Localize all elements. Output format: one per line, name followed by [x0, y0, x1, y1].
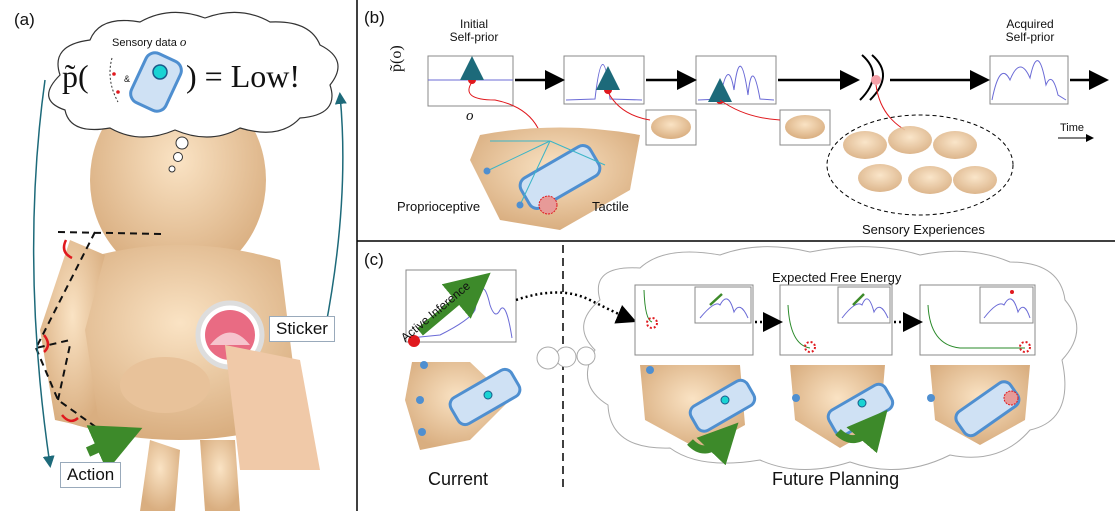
panel-label-a: (a): [14, 10, 35, 29]
thought-cloud: [48, 11, 339, 173]
expected-free-energy-label: Expected Free Energy: [772, 270, 902, 285]
current-label: Current: [428, 469, 489, 489]
sensory-experiences-label: Sensory Experiences: [862, 222, 985, 237]
planning-boxes: [634, 284, 1036, 356]
proprio-rays: [486, 140, 606, 206]
tactile-label: Tactile: [592, 199, 629, 214]
formula-ampersand: &: [124, 74, 131, 84]
y-axis-label: p̃(o): [388, 45, 405, 72]
tactile-sheet-icon-b: [518, 144, 602, 210]
feedback-arrow-right: [324, 92, 347, 331]
panel-label-b: (b): [364, 8, 385, 27]
proprioceptive-label: Proprioceptive: [397, 199, 481, 214]
future-planning-label: Future Planning: [772, 469, 900, 489]
feedback-arrow-left: [32, 79, 55, 468]
tactile-sheet-icon: [129, 51, 183, 113]
sensory-experiences-ellipse: [826, 114, 1014, 216]
active-inference-arrow-icon: [417, 272, 491, 336]
joint-angle-arc: [62, 239, 73, 260]
action-arrow-icon: [85, 425, 143, 471]
joint-angle-lines: [34, 231, 163, 431]
sensory-data-label: Sensory data o: [112, 34, 187, 49]
prior-curve-3: [697, 65, 775, 101]
caregiver-hand: [225, 345, 320, 470]
prior-formula-close: ) = Low!: [186, 58, 301, 94]
action-label: Action: [60, 462, 122, 488]
panel-label-c: (c): [364, 250, 384, 269]
sticker-label: Sticker: [269, 316, 335, 342]
x-axis-label: o: [466, 108, 474, 124]
proprio-icon: [109, 57, 119, 103]
touch-point-icon: [152, 64, 168, 80]
acquired-prior-curve: [991, 60, 1067, 101]
prior-formula-open: p̃(: [62, 58, 89, 94]
time-label: Time: [1060, 122, 1085, 134]
